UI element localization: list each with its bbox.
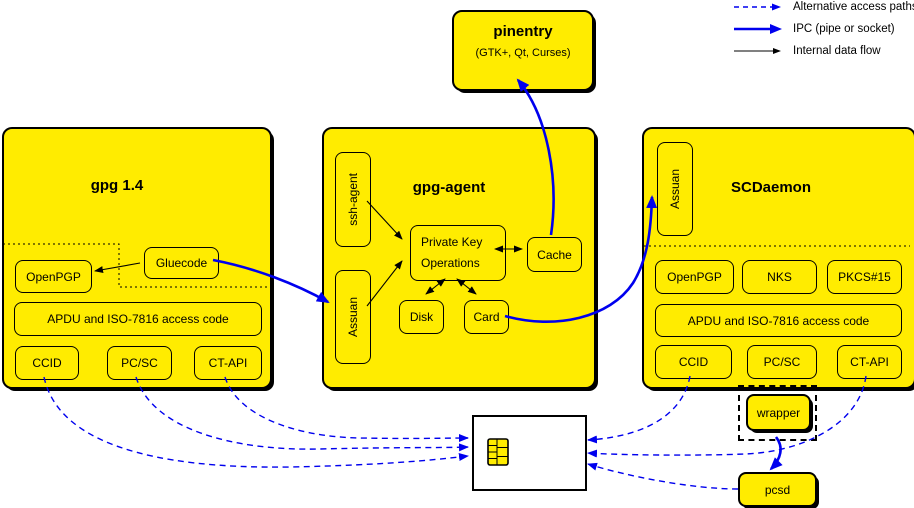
gpgagent-box: gpg-agent ssh-agent Assuan Private Key O…	[322, 127, 596, 389]
legend-item-alternative: Alternative access paths	[733, 1, 914, 13]
scdaemon-apdu-box: APDU and ISO-7816 access code	[655, 304, 902, 337]
gpg14-openpgp-box: OpenPGP	[15, 260, 92, 293]
gpg14-gluecode-box: Gluecode	[144, 247, 219, 279]
ipc-wrapper-to-pcsd	[769, 436, 783, 471]
legend-label: IPC (pipe or socket)	[793, 23, 895, 35]
gpg14-gluecode-label: Gluecode	[155, 256, 208, 270]
scdaemon-box: SCDaemon Assuan OpenPGP NKS PKCS#15 APDU…	[642, 127, 914, 389]
gpgagent-assuan-label: Assuan	[346, 296, 360, 338]
scdaemon-title: SCDaemon	[730, 179, 812, 196]
gpg14-ccid-box: CCID	[15, 346, 79, 380]
scdaemon-apdu-label: APDU and ISO-7816 access code	[687, 313, 870, 328]
pko-line2: Operations	[421, 256, 480, 270]
gpg14-ccid-label: CCID	[32, 356, 62, 370]
pinentry-subtitle: (GTK+, Qt, Curses)	[475, 47, 571, 59]
gpgagent-sshagent-label: ssh-agent	[346, 173, 360, 226]
gpg14-pcsc-label: PC/SC	[121, 356, 158, 370]
scdaemon-assuan-label: Assuan	[668, 168, 682, 210]
gpgagent-sshagent-box: ssh-agent	[335, 152, 371, 247]
wrapper-label: wrapper	[756, 405, 801, 420]
gpg14-box: gpg 1.4 OpenPGP Gluecode APDU and ISO-78…	[2, 127, 272, 389]
scdaemon-ccid-label: CCID	[678, 355, 709, 369]
gpg14-apdu-label: APDU and ISO-7816 access code	[47, 312, 229, 326]
pinentry-box: pinentry (GTK+, Qt, Curses)	[452, 10, 594, 91]
scdaemon-ctapi-box: CT-API	[837, 345, 902, 379]
scdaemon-assuan-box: Assuan	[657, 142, 693, 236]
gpgagent-card-box: Card	[464, 300, 509, 334]
gpgagent-card-label: Card	[473, 310, 500, 324]
scdaemon-openpgp-label: OpenPGP	[667, 270, 722, 284]
alt-pcsd-to-card	[587, 462, 739, 490]
gpgagent-disk-box: Disk	[399, 300, 444, 334]
gpg14-pcsc-box: PC/SC	[107, 346, 172, 380]
gpg14-title: gpg 1.4	[90, 177, 144, 194]
scdaemon-pkcs15-box: PKCS#15	[827, 260, 902, 294]
legend-item-internal: Internal data flow	[733, 45, 881, 57]
gpgagent-private-key-ops-box: Private Key Operations	[410, 225, 506, 281]
scdaemon-pkcs15-label: PKCS#15	[838, 270, 891, 284]
scdaemon-openpgp-box: OpenPGP	[655, 260, 734, 294]
internal-flow-arrow-icon	[734, 48, 781, 54]
legend-label: Internal data flow	[793, 45, 881, 57]
pko-line1: Private Key	[421, 235, 483, 249]
pinentry-title: pinentry	[493, 23, 553, 40]
pcsd-label: pcsd	[764, 482, 791, 497]
gpg14-openpgp-label: OpenPGP	[26, 269, 81, 284]
gpg14-ctapi-box: CT-API	[194, 346, 262, 380]
gpgagent-cache-label: Cache	[537, 247, 572, 262]
legend-label: Alternative access paths	[793, 1, 914, 13]
gpgagent-assuan-box: Assuan	[335, 270, 371, 364]
scdaemon-pcsc-box: PC/SC	[747, 345, 817, 379]
smartcard	[472, 415, 587, 491]
wrapper-box: wrapper	[746, 394, 811, 431]
ipc-arrow-icon	[734, 24, 782, 34]
gpgagent-title: gpg-agent	[412, 179, 486, 196]
wrapper-group: wrapper	[738, 385, 817, 441]
legend-item-ipc: IPC (pipe or socket)	[733, 23, 895, 35]
gpgagent-disk-label: Disk	[409, 310, 434, 324]
gpg14-apdu-box: APDU and ISO-7816 access code	[14, 302, 262, 336]
pcsd-box: pcsd	[738, 472, 817, 507]
scdaemon-nks-label: NKS	[767, 270, 792, 284]
alt-gpg14-ccid-to-card	[43, 376, 469, 468]
gpgagent-cache-box: Cache	[527, 237, 582, 272]
scdaemon-ctapi-label: CT-API	[850, 355, 889, 369]
scdaemon-ccid-box: CCID	[655, 345, 732, 379]
scdaemon-nks-box: NKS	[742, 260, 817, 294]
gpg14-ctapi-label: CT-API	[208, 356, 248, 370]
dashed-arrow-icon	[734, 3, 781, 11]
smartcard-chip-icon	[487, 438, 509, 466]
scdaemon-pcsc-label: PC/SC	[763, 355, 801, 369]
